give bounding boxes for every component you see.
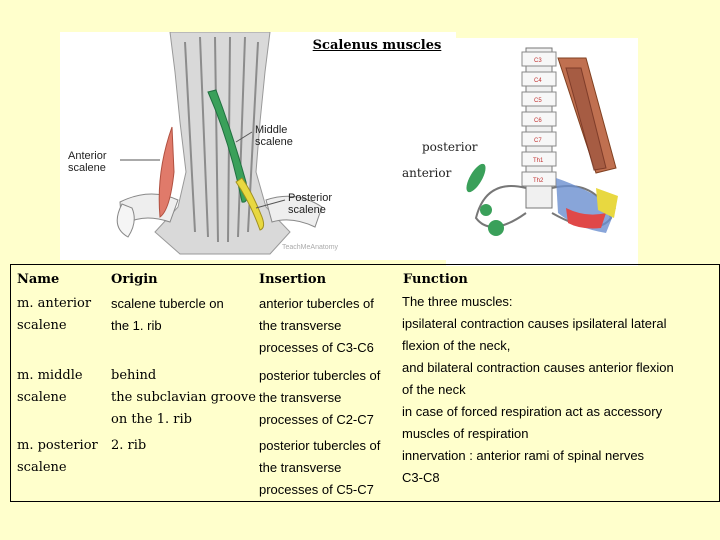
neck-muscles-illustration: Anterior scalene Middle scalene Posterio… <box>60 31 456 260</box>
posterior-scalene-label: Posterior scalene <box>288 192 333 216</box>
anterior-scalene-label: Anterior scalene <box>68 150 107 174</box>
vertebra-label: C6 <box>534 118 542 124</box>
vertebra-labels: C3 C4 C5 C6 C7 Th1 Th2 <box>533 58 544 184</box>
middle-scalene-label: Middle scalene <box>255 124 293 148</box>
row-middle-origin: behind the subclavian groove on the 1. r… <box>111 368 256 427</box>
function-description: The three muscles: ipsilateral contracti… <box>402 294 674 485</box>
vertebra-label: C7 <box>534 138 542 144</box>
anterior-label: anterior <box>400 166 454 180</box>
vertebra-label: C4 <box>534 78 542 84</box>
posterior-label: posterior <box>420 140 480 154</box>
vertebra-label: C3 <box>534 58 542 64</box>
spine-illustration: C3 C4 C5 C6 C7 Th1 Th2 posterior anterio… <box>400 38 638 266</box>
row-posterior-name: m. posterior scalene <box>17 438 98 475</box>
vertebra-label: Th1 <box>533 158 544 164</box>
neck-anatomy-drawing <box>116 31 323 255</box>
scalene-muscles-table: Name Origin Insertion Function m. anteri… <box>10 264 720 502</box>
posterior-scalene-muscle <box>235 177 265 231</box>
row-middle-name: m. middle scalene <box>17 368 83 405</box>
header-name: Name <box>17 272 60 287</box>
header-function: Function <box>403 272 468 287</box>
vertebra-label: C5 <box>534 98 542 104</box>
spine-anatomy-drawing: C3 C4 C5 C6 C7 Th1 Th2 <box>466 47 618 236</box>
watermark: TeachMeAnatomy <box>282 244 339 251</box>
row-anterior-origin: scalene tubercle on the 1. rib <box>111 296 224 333</box>
row-middle-insertion: posterior tubercles of the transverse pr… <box>259 368 381 427</box>
header-insertion: Insertion <box>259 272 327 287</box>
row-anterior-name: m. anterior scalene <box>17 296 92 333</box>
row-anterior-insertion: anterior tubercles of the transverse pro… <box>259 296 374 355</box>
page-title: Scalenus muscles <box>302 33 452 59</box>
vertebra-label: Th2 <box>533 178 544 184</box>
row-posterior-origin: 2. rib <box>111 438 147 453</box>
row-posterior-insertion: posterior tubercles of the transverse pr… <box>259 438 381 497</box>
anterior-scalene-muscle <box>158 126 175 218</box>
header-origin: Origin <box>111 272 158 287</box>
